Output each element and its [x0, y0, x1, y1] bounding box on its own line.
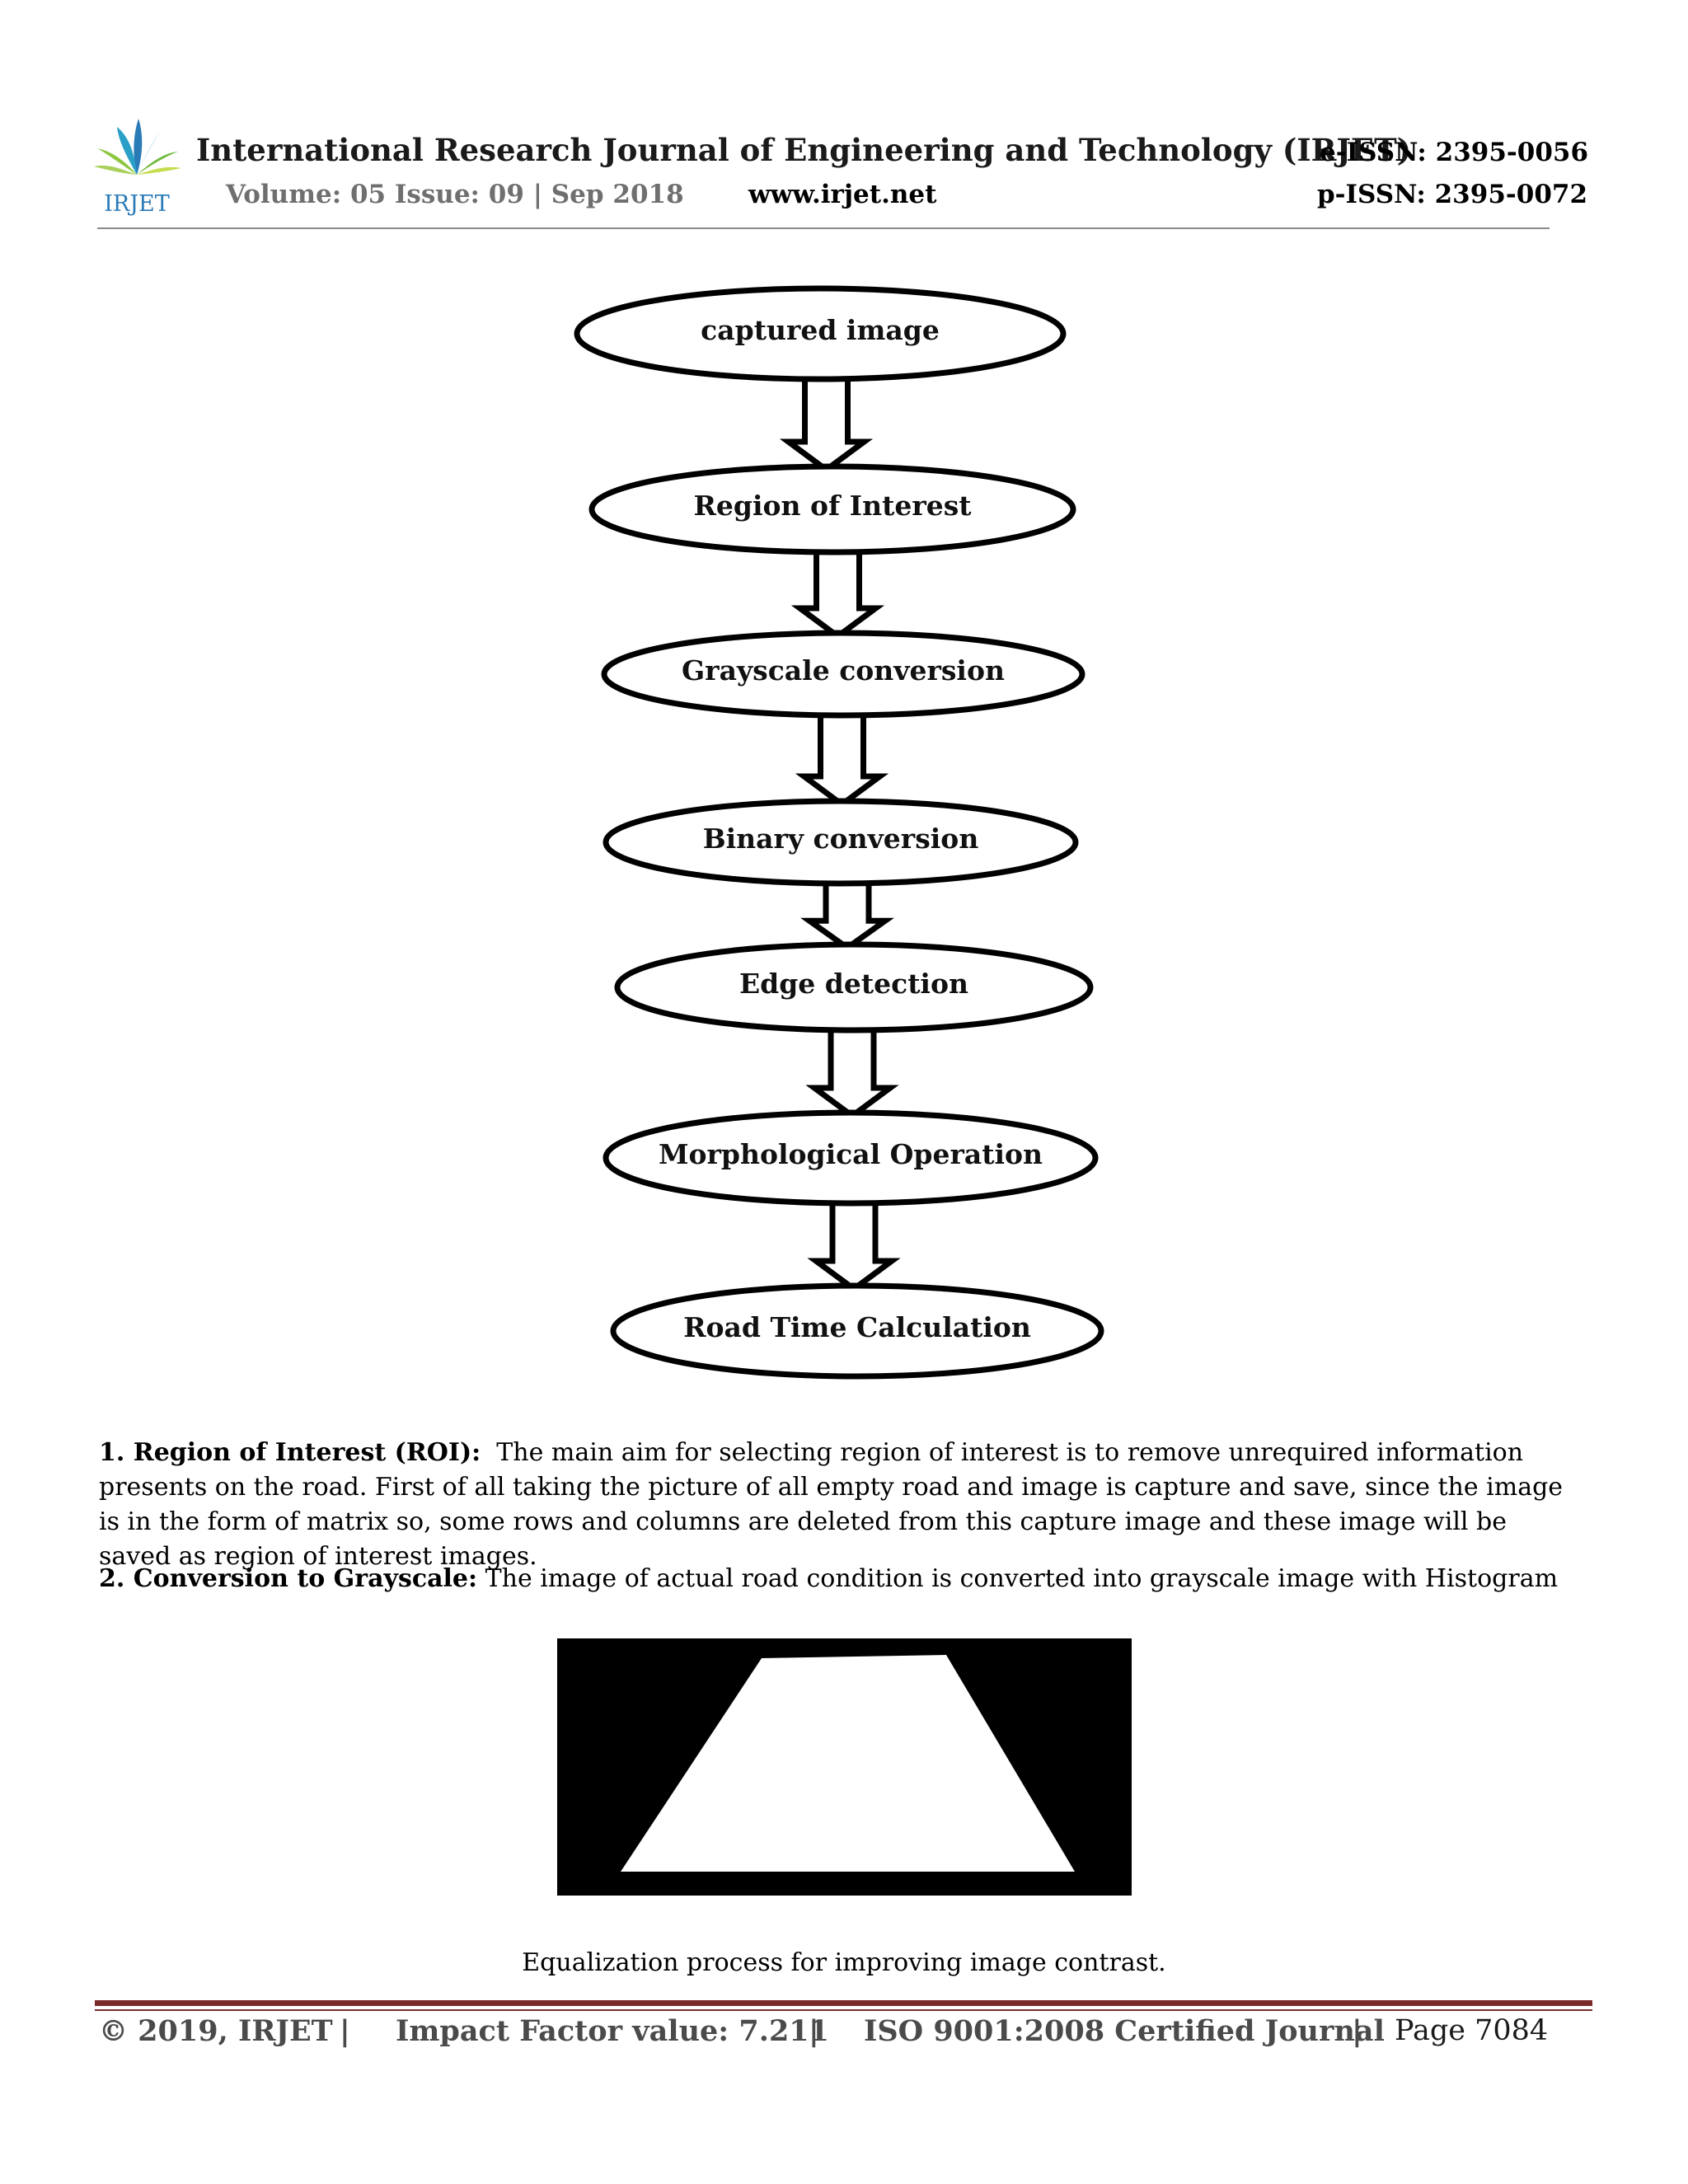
grayscale-paragraph: 2. Conversion to Grayscale: The image of… — [99, 1562, 1582, 1596]
figure-caption: Equalization process for improving image… — [522, 1948, 1166, 1977]
header-divider — [97, 227, 1550, 229]
flowchart-ellipse — [603, 798, 1079, 887]
flowchart-label: Binary conversion — [703, 823, 979, 855]
flowchart-node: captured image — [574, 285, 1067, 382]
flowchart-label: captured image — [701, 314, 940, 346]
flowchart-arrow — [800, 877, 894, 952]
roi-heading: 1. Region of Interest (ROI): — [99, 1438, 481, 1467]
journal-title: International Research Journal of Engine… — [196, 132, 1412, 168]
footer-iso: ISO 9001:2008 Certified Journal — [864, 2014, 1385, 2048]
flowchart-ellipse — [588, 463, 1076, 555]
flowchart-label: Road Time Calculation — [683, 1311, 1031, 1343]
footer-separator: | — [340, 2014, 350, 2048]
roi-text: The main aim for selecting region of int… — [99, 1438, 1564, 1571]
flowchart-label: Grayscale conversion — [682, 654, 1005, 687]
flowchart-arrow — [805, 1024, 899, 1120]
flowchart-node: Region of Interest — [588, 463, 1076, 555]
footer-copyright: © 2019, IRJET — [99, 2014, 333, 2048]
logo-text: IRJET — [104, 191, 170, 217]
volume-issue: Volume: 05 Issue: 09 | Sep 2018 — [226, 180, 684, 209]
flowchart-node: Edge detection — [614, 941, 1094, 1033]
roi-paragraph: 1. Region of Interest (ROI): The main ai… — [99, 1436, 1582, 1574]
journal-website[interactable]: www.irjet.net — [748, 180, 937, 209]
flowchart-node: Road Time Calculation — [610, 1282, 1104, 1380]
footer-separator: | — [1352, 2014, 1362, 2048]
flowchart-arrow — [779, 373, 874, 474]
roi-mask-image — [557, 1638, 1132, 1896]
flowchart-label: Edge detection — [739, 968, 968, 1000]
footer-divider-thick — [95, 2000, 1592, 2006]
flowchart-ellipse — [601, 630, 1085, 719]
flowchart-node: Binary conversion — [603, 798, 1079, 887]
flowchart-node: Morphological Operation — [603, 1109, 1099, 1207]
flowchart-ellipse — [610, 1282, 1104, 1380]
footer-divider-thin — [95, 2009, 1592, 2011]
grayscale-text: The image of actual road condition is co… — [485, 1564, 1559, 1593]
flowchart-arrow — [807, 1197, 901, 1293]
flowchart-node: Grayscale conversion — [601, 630, 1085, 719]
road-trapezoid — [621, 1655, 1075, 1872]
p-issn: p-ISSN: 2395-0072 — [1317, 180, 1588, 209]
flowchart-arrow — [790, 546, 885, 640]
footer-page-number: Page 7084 — [1395, 2014, 1549, 2047]
grayscale-heading: 2. Conversion to Grayscale: — [99, 1564, 478, 1593]
flowchart-label: Region of Interest — [693, 490, 972, 522]
flowchart-arrow — [795, 709, 889, 808]
footer-separator: | — [809, 2014, 819, 2048]
flowchart-ellipse — [614, 941, 1094, 1033]
footer-impact-factor: Impact Factor value: 7.211 — [396, 2014, 830, 2048]
irjet-logo: IRJET — [89, 115, 188, 218]
flowchart-ellipse — [603, 1109, 1099, 1207]
flowchart-label: Morphological Operation — [659, 1138, 1043, 1170]
e-issn: e-ISSN: 2395-0056 — [1320, 138, 1589, 167]
flowchart-ellipse — [574, 285, 1067, 382]
